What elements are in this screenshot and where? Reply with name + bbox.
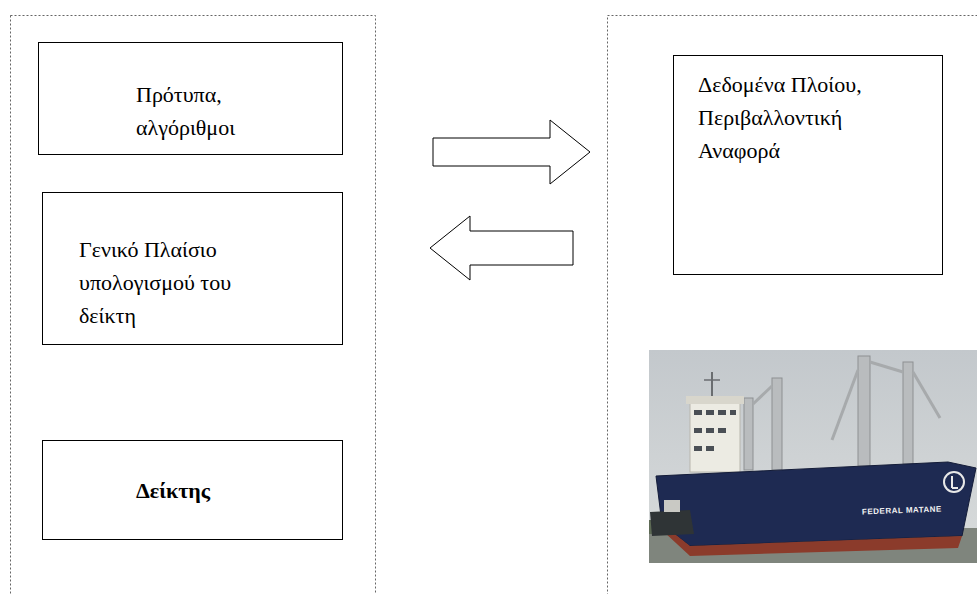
block-arrow: [430, 216, 573, 280]
text-box: Δείκτης: [42, 440, 343, 540]
ship-photo: [649, 350, 977, 563]
left-panel: [11, 16, 376, 594]
text-box: Πρότυπα, αλγόριθμοι: [38, 42, 343, 155]
text-box: Δεδομένα Πλοίου, Περιβαλλοντική Αναφορά: [673, 55, 943, 275]
block-arrow: [433, 120, 590, 184]
text-box: Γενικό Πλαίσιο υπολογισμού του δείκτη: [42, 192, 343, 345]
box-text: Δείκτης: [136, 474, 210, 507]
box-text: Πρότυπα, αλγόριθμοι: [136, 78, 276, 144]
box-text: Δεδομένα Πλοίου, Περιβαλλοντική Αναφορά: [698, 68, 863, 167]
box-text: Γενικό Πλαίσιο υπολογισμού του δείκτη: [79, 233, 237, 332]
right-panel: [608, 16, 977, 594]
